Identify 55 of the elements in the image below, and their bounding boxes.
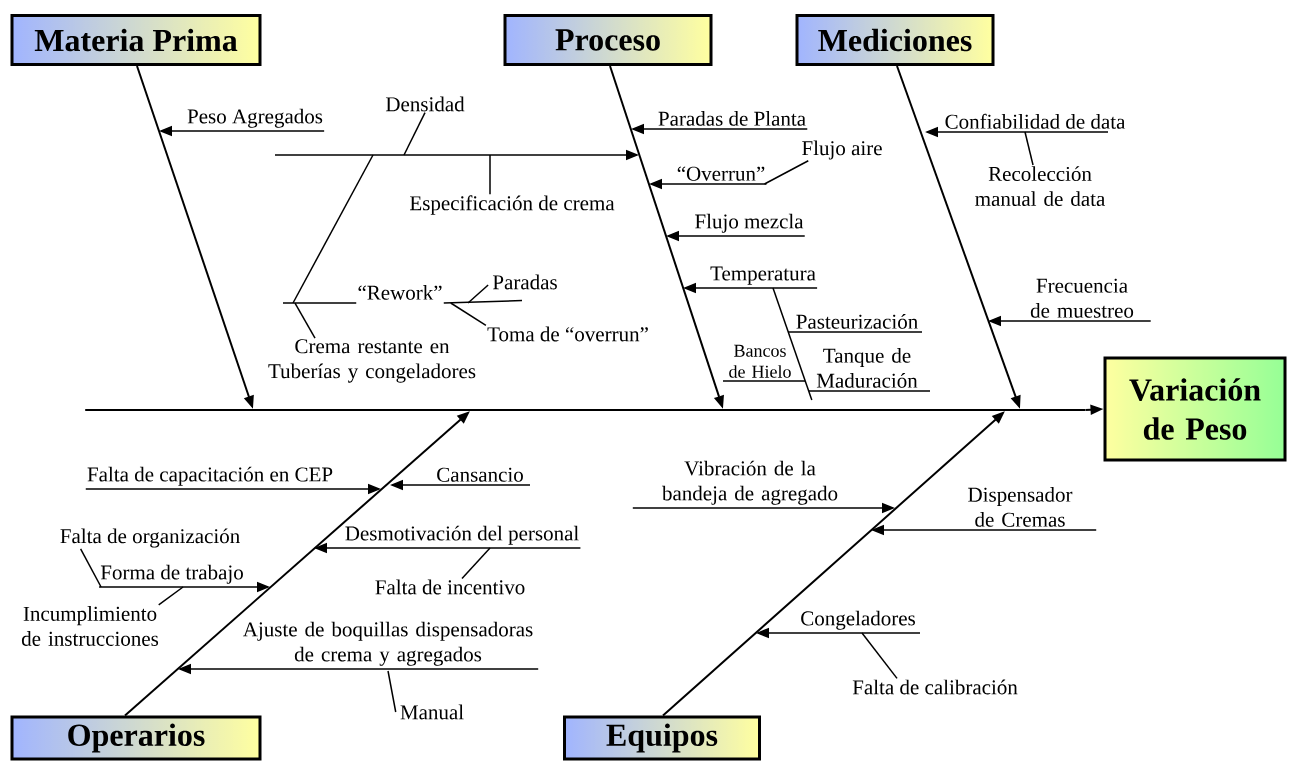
cause-label: Especificación de crema: [410, 195, 615, 215]
category-box: Equipos: [563, 715, 761, 761]
branch-line: [450, 302, 487, 327]
cause-label: Frecuencia de muestreo: [1030, 278, 1134, 318]
branch-line: [403, 111, 426, 156]
cause-label: “Rework”: [358, 285, 442, 300]
cause-label: Toma de “overrun”: [487, 326, 648, 342]
category-box: Materia Prima: [10, 14, 262, 66]
cause-label: Crema restante en Tuberías y congeladores: [268, 339, 476, 383]
cause-label: Falta de incentivo: [375, 579, 525, 595]
branch-line: [763, 159, 810, 185]
cause-label: Flujo mezcla: [695, 213, 804, 233]
branch-line: [387, 670, 397, 713]
category-box: Operarios: [10, 715, 262, 761]
cause-label: “Overrun”: [677, 166, 765, 181]
cause-label: Recolección manual de data: [975, 166, 1106, 206]
branch-line: [722, 380, 806, 382]
branch-line: [282, 302, 357, 304]
cause-label: Ajuste de boquillas dispensadoras de crema y agregados: [243, 621, 533, 666]
cause-label: Temperatura: [710, 266, 816, 285]
branch-line: [157, 586, 184, 606]
branch-line: [1024, 131, 1034, 166]
cause-label: Manual: [400, 704, 464, 720]
cause-label: Falta de organización: [60, 528, 240, 548]
cause-label: Congeladores: [801, 610, 915, 630]
cause-label: Tanque de Maduración: [816, 348, 918, 388]
cause-label: Desmotivación del personal: [345, 525, 579, 545]
cause-label: Confiabilidad de data: [945, 113, 1126, 129]
cause-label: Peso Agregados: [187, 108, 323, 128]
branch-line: [861, 632, 898, 680]
cause-label: Vibración de la bandeja de agregado: [661, 460, 838, 505]
branch-line: [787, 331, 923, 333]
cause-label: Forma de trabajo: [100, 564, 243, 584]
cause-label: Falta de capacitación en CEP: [87, 466, 333, 486]
cause-label: Pasteurización: [796, 314, 918, 329]
cause-label: Paradas de Planta: [658, 111, 806, 126]
cause-label: Falta de calibración: [852, 679, 1018, 695]
cause-label: Incumplimiento de instrucciones: [21, 606, 159, 646]
cause-label: Dispensador de Cremas: [968, 487, 1073, 527]
cause-label: Bancos de Hielo: [729, 344, 791, 378]
cause-label: Cansancio: [437, 467, 523, 482]
cause-label: Densidad: [385, 96, 465, 112]
category-box: Proceso: [503, 14, 713, 66]
branch-line: [772, 287, 813, 401]
category-box: Mediciones: [795, 14, 995, 66]
branch-line: [467, 284, 489, 304]
effect-box: Variación de Peso: [1103, 356, 1287, 462]
branch-line: [294, 302, 316, 339]
branch-line: [443, 299, 523, 304]
cause-label: Paradas: [492, 274, 557, 290]
branch-line: [461, 547, 491, 580]
cause-label: Flujo aire: [802, 140, 882, 160]
branch-line: [808, 390, 931, 392]
branch-line: [489, 154, 491, 195]
branch-line: [79, 548, 102, 588]
